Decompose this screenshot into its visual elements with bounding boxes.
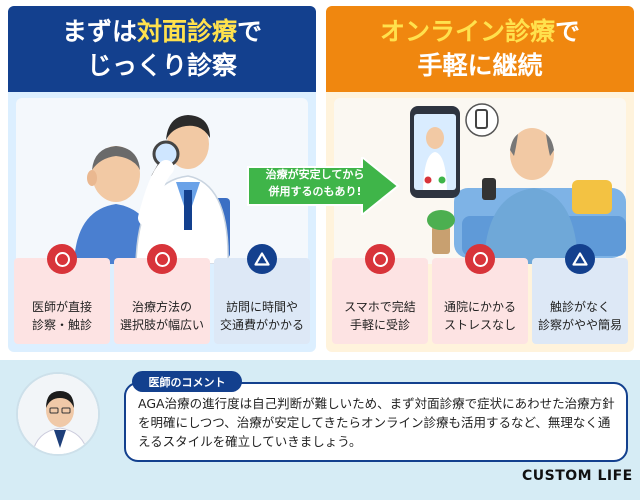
in-person-title-line2: じっくり診察 (86, 51, 237, 80)
pro-card: スマホで完結 手軽に受診 (332, 244, 428, 344)
doctor-comment-section: AGA治療の進行度は自己判断が難しいため、まず対面診療で症状にあわせた治療方針を… (0, 360, 640, 500)
in-person-illustration (16, 98, 308, 264)
doctor-avatar (16, 372, 100, 456)
pro-card: 医師が直接 診察・触診 (14, 244, 110, 344)
in-person-cards: 医師が直接 診察・触診 治療方法の 選択肢が幅広い 訪問に時間や 交通費がかかる (14, 244, 310, 344)
online-title-line2: 手軽に継続 (417, 51, 543, 80)
online-illustration (334, 98, 626, 264)
circle-mark-icon (465, 244, 495, 274)
arrow-text: 治療が安定してから 併用するのもあり! (265, 168, 365, 198)
in-person-header: まずは対面診療で じっくり診察 (8, 6, 316, 92)
arrow-right-icon (247, 157, 400, 215)
brand-logo: CUSTOM LIFE (522, 468, 633, 484)
in-person-title-line1: まずは対面診療で (61, 17, 263, 46)
triangle-mark-icon (247, 244, 277, 274)
circle-mark-icon (365, 244, 395, 274)
pro-card: 治療方法の 選択肢が幅広い (114, 244, 210, 344)
online-cards: スマホで完結 手軽に受診 通院にかかる ストレスなし 触診がなく 診察がやや簡易 (332, 244, 628, 344)
online-header: オンライン診療で 手軽に継続 (326, 6, 634, 92)
comment-text: AGA治療の進行度は自己判断が難しいため、まず対面診療で症状にあわせた治療方針を… (138, 396, 615, 449)
circle-mark-icon (47, 244, 77, 274)
online-panel: オンライン診療で 手軽に継続 (326, 6, 634, 352)
pro-card: 通院にかかる ストレスなし (432, 244, 528, 344)
circle-mark-icon (147, 244, 177, 274)
con-card: 触診がなく 診察がやや簡易 (532, 244, 628, 344)
con-card: 訪問に時間や 交通費がかかる (214, 244, 310, 344)
comment-bubble: AGA治療の進行度は自己判断が難しいため、まず対面診療で症状にあわせた治療方針を… (124, 382, 628, 462)
triangle-mark-icon (565, 244, 595, 274)
online-title-line1: オンライン診療で (379, 17, 581, 46)
comment-tag: 医師のコメント (132, 371, 242, 392)
